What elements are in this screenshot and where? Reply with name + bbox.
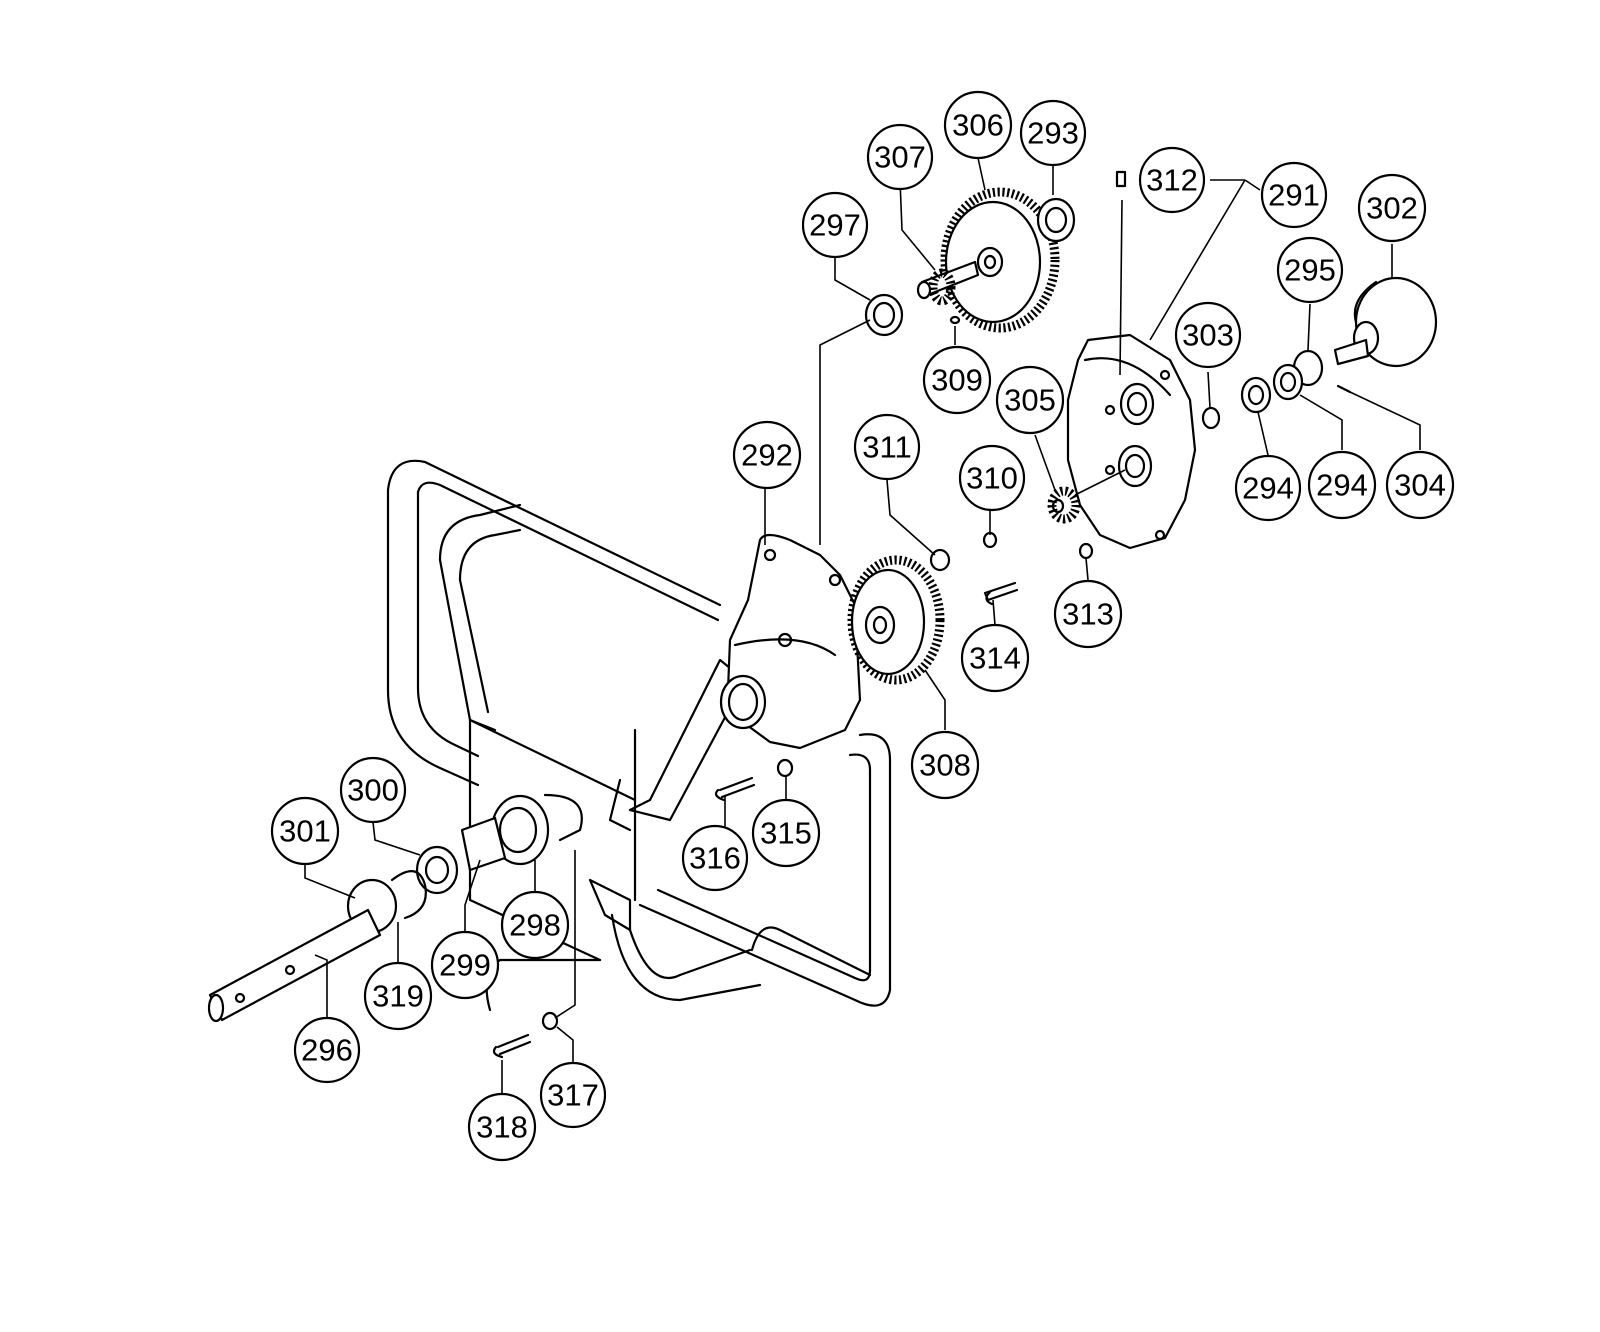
gearbox-housing	[719, 533, 862, 750]
callout-314: 314	[960, 623, 1030, 693]
callout-298: 298	[500, 890, 570, 960]
seal-300	[415, 845, 459, 895]
washer-317	[541, 1011, 559, 1031]
callout-label: 294	[1316, 468, 1368, 503]
bearing-293	[1036, 197, 1076, 243]
callout-label: 315	[760, 816, 812, 851]
bearing-297	[864, 293, 904, 337]
callout-label: 293	[1027, 116, 1079, 151]
callout-label: 302	[1366, 191, 1418, 226]
callout-294-left: 294	[1234, 454, 1302, 522]
callout-319: 319	[363, 961, 433, 1031]
plate-opening	[543, 793, 583, 842]
washer-311	[929, 548, 951, 572]
callout-312: 312	[1138, 146, 1206, 214]
callout-303: 303	[1174, 301, 1242, 369]
callout-label: 318	[476, 1110, 528, 1145]
callout-309: 309	[922, 345, 992, 415]
callout-label: 291	[1268, 178, 1320, 213]
washer-313	[1078, 542, 1094, 560]
circlip-319	[390, 870, 427, 920]
callout-label: 303	[1182, 318, 1234, 353]
callout-291: 291	[1260, 161, 1328, 229]
key-304	[1336, 384, 1352, 394]
callout-label: 311	[862, 430, 911, 465]
callout-300: 300	[339, 756, 407, 824]
callout-315: 315	[751, 798, 821, 868]
callout-label: 301	[279, 814, 331, 849]
callout-label: 294	[1242, 471, 1294, 506]
callout-294-right: 294	[1307, 450, 1377, 520]
callout-302: 302	[1357, 173, 1427, 243]
callout-304: 304	[1385, 450, 1455, 520]
grease-nipple	[1115, 170, 1127, 188]
output-shaft	[207, 908, 382, 1023]
sleeve-299	[460, 816, 507, 872]
upper-gear	[940, 187, 1060, 333]
cover-plate	[1066, 333, 1197, 550]
pinion-shaft	[916, 260, 980, 306]
callout-292: 292	[732, 420, 802, 490]
callout-label: 297	[809, 208, 861, 243]
large-gear	[847, 555, 945, 685]
callout-label: 295	[1284, 253, 1336, 288]
callout-label: 313	[1062, 597, 1114, 632]
callout-306: 306	[943, 90, 1013, 160]
callout-305: 305	[995, 365, 1065, 435]
callout-label: 310	[966, 461, 1018, 496]
callout-313: 313	[1053, 579, 1123, 649]
callout-label: 299	[439, 948, 491, 983]
callout-label: 308	[919, 748, 971, 783]
small-gear-305	[1047, 486, 1081, 524]
callout-label: 300	[347, 773, 399, 808]
washer-310	[982, 531, 998, 549]
washer-303	[1201, 406, 1221, 430]
callout-label: 317	[547, 1078, 599, 1113]
callout-label: 306	[952, 108, 1004, 143]
bearing-stack	[1240, 349, 1324, 414]
washer-315	[776, 758, 794, 778]
callout-label: 309	[931, 363, 983, 398]
callout-307: 307	[866, 123, 934, 191]
callout-311: 311	[853, 413, 921, 481]
key-309	[949, 315, 961, 325]
callout-316: 316	[681, 824, 749, 892]
tubular-frame	[386, 459, 892, 1012]
bolt-318	[492, 1033, 532, 1059]
callout-label: 312	[1146, 163, 1198, 198]
callout-label: 298	[509, 908, 561, 943]
leader-lines	[304, 157, 1421, 1093]
callout-308: 308	[910, 730, 980, 800]
callout-label: 292	[741, 438, 793, 473]
callout-295: 295	[1276, 236, 1344, 304]
bolt-316	[714, 776, 756, 802]
clutch-drum	[1333, 276, 1438, 368]
callout-label: 307	[874, 140, 926, 175]
callout-299: 299	[430, 930, 500, 1000]
callout-label: 316	[689, 841, 741, 876]
bolt-314	[983, 581, 1019, 606]
callout-318: 318	[467, 1092, 537, 1162]
callout-label: 319	[372, 979, 424, 1014]
callout-label: 305	[1004, 383, 1056, 418]
callout-293: 293	[1019, 99, 1087, 167]
callout-297: 297	[801, 191, 869, 259]
callout-301: 301	[270, 796, 340, 866]
callout-310: 310	[958, 444, 1026, 512]
callout-label: 314	[969, 641, 1021, 676]
callout-label: 304	[1394, 468, 1446, 503]
callout-label: 296	[301, 1033, 353, 1068]
callout-317: 317	[539, 1061, 607, 1129]
callout-296: 296	[293, 1016, 361, 1084]
